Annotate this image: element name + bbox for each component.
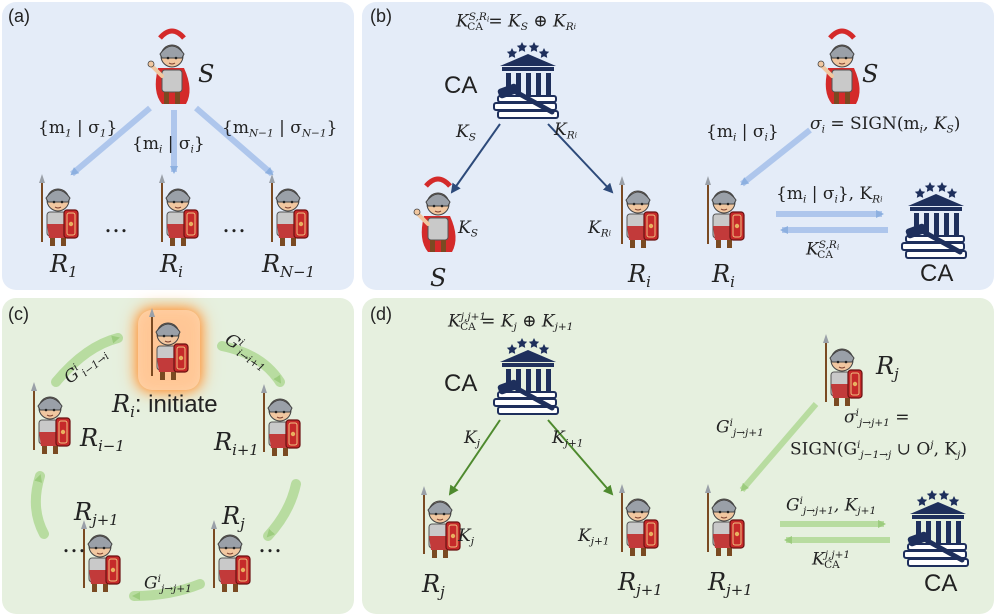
key-response-label-d: Kj,j+1CA: [812, 549, 851, 571]
ring-arrows-c: [30, 333, 301, 601]
key-response-label-b: KS,RiCA: [806, 239, 840, 261]
signature-formula-d-line2: SIGN(Gij−1→j ∪ Oj, Kj): [790, 439, 967, 461]
ring-rjp1-figure: [80, 519, 121, 593]
message-arrow-b: [740, 127, 812, 187]
panel-label-d: (d): [370, 304, 392, 324]
sender-label-b-right: S: [862, 60, 879, 88]
receiver-figure-b-mid: [618, 175, 659, 249]
key-label-kj: Kj: [464, 428, 480, 450]
key-label-kjp1: Kj+1: [552, 428, 584, 450]
ca-icon-d-right: [904, 490, 968, 566]
initiator-label: Ri: initiate: [112, 390, 218, 422]
ring-label-rj: Rj: [222, 502, 245, 534]
key-distribution-arrows-b: [450, 123, 614, 194]
panel-d: [362, 298, 994, 614]
held-key-ks: KS: [458, 218, 478, 240]
rj-figure-d-left: [420, 485, 461, 559]
panel-label-a: (a): [8, 6, 30, 26]
receiver-rn-figure: [268, 173, 309, 247]
ring-message-label-3: Gij→j+1: [144, 573, 192, 595]
ring-label-rim1: Ri−1: [80, 424, 125, 456]
sender-figure-a: [148, 31, 190, 104]
signature-formula-b: σi = SIGN(mi, KS): [810, 114, 961, 136]
verify-request-label-d: Gij→j+1, Kj+1: [786, 495, 877, 517]
ring-rip1-figure: [260, 383, 301, 457]
held-key-kri: KRi: [588, 218, 612, 240]
receiver-r1-figure: [38, 173, 79, 247]
receiver-label-ri: Ri: [160, 250, 183, 282]
broadcast-arrows-a: [70, 105, 274, 177]
key-label-kri: KRi: [554, 120, 578, 142]
receiver-label-rn: RN−1: [262, 250, 316, 282]
ring-ellipsis-left: …: [62, 530, 86, 558]
receiver-figure-b-right: [704, 175, 745, 249]
message-arrow-d: [739, 402, 819, 492]
rj-figure-d-sender: [822, 333, 863, 407]
receiver-label-r1: R1: [50, 250, 78, 282]
sender-label-a: S: [198, 60, 215, 88]
ca-label-d: CA: [444, 370, 478, 397]
rjp1-label-d-right: Rj+1: [708, 568, 753, 600]
receiver-ri-figure: [158, 173, 199, 247]
receiver-label-b-mid: Ri: [628, 260, 651, 292]
key-label-ks: KS: [456, 122, 476, 144]
shared-key-formula-d: Kj,j+1CA = Kj ⊕ Kj+1: [448, 311, 574, 333]
ellipsis-right-a: …: [222, 210, 246, 238]
panel-label-b: (b): [370, 6, 392, 26]
message-label-1: {m1 | σ1}: [38, 118, 118, 140]
ring-label-rjp1: Rj+1: [74, 498, 119, 530]
ca-icon-b-right: [902, 182, 966, 258]
ring-label-rip1: Ri+1: [214, 428, 259, 460]
held-key-kj: Kj: [458, 526, 474, 548]
receiver-label-b-right: Ri: [712, 260, 735, 292]
ca-icon-d: [494, 338, 558, 414]
key-distribution-arrows-d: [448, 419, 614, 496]
ca-label-b: CA: [444, 72, 478, 99]
message-label-i: {mi | σi}: [132, 134, 205, 156]
panel-label-c: (c): [8, 304, 29, 324]
message-label-b: {mi | σi}: [706, 122, 779, 144]
rjp1-label-d-mid: Rj+1: [618, 568, 663, 600]
ring-ellipsis-right: …: [258, 530, 282, 558]
sender-figure-b-right: [818, 31, 860, 104]
ca-label-b-right: CA: [920, 260, 954, 287]
sender-figure-b-left: [414, 179, 456, 252]
signature-formula-d-line1: σij→j+1 =: [844, 407, 910, 429]
rjp1-figure-d-right: [704, 483, 745, 557]
ca-label-d-right: CA: [924, 570, 958, 597]
held-key-kjp1: Kj+1: [578, 526, 610, 548]
sender-label-d: Rj: [876, 352, 899, 384]
verify-request-label-b: {mi | σi}, KRi: [776, 184, 883, 206]
panel-b: [362, 2, 994, 290]
ca-icon-b: [494, 42, 558, 118]
rjp1-figure-d-mid: [618, 483, 659, 557]
ring-rim1-figure: [30, 381, 71, 455]
message-label-d: Gij→j+1: [716, 417, 764, 439]
shared-key-formula-b: KS,RiCA = KS ⊕ KRi: [456, 11, 577, 33]
ellipsis-left-a: …: [104, 210, 128, 238]
rj-label-d-left: Rj: [422, 570, 445, 602]
sender-label-b-left: S: [430, 264, 447, 292]
message-label-n: {mN−1 | σN−1}: [222, 118, 338, 140]
